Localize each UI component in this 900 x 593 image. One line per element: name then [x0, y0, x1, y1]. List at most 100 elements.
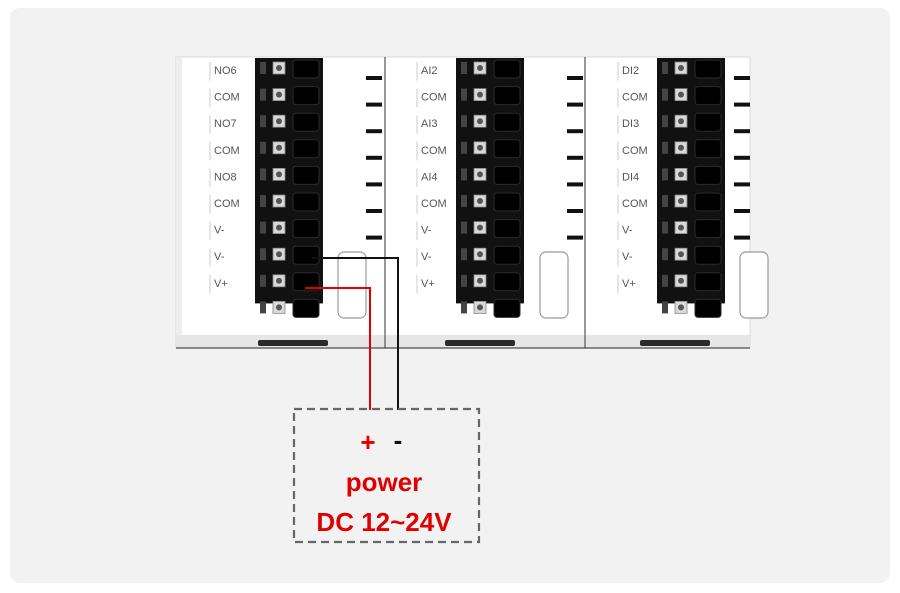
screw-head-icon — [276, 198, 282, 204]
terminal-tab — [260, 88, 266, 101]
terminal-tab — [662, 221, 668, 234]
terminal-label: V- — [421, 225, 432, 237]
terminal-tab — [461, 62, 467, 74]
terminal-tab — [260, 274, 266, 287]
screw-head-icon — [678, 118, 684, 125]
screw-head-icon — [276, 277, 282, 284]
screw-head-icon — [678, 251, 684, 258]
controller-base-shadow-3 — [640, 340, 710, 346]
screw-head-icon — [678, 171, 684, 178]
power-voltage: DC 12~24V — [316, 507, 452, 537]
screw-head-icon — [276, 144, 282, 151]
wire-slot — [694, 219, 722, 239]
terminal-tab — [662, 248, 668, 261]
indicator-mark — [567, 182, 583, 187]
controller-left-edge — [176, 57, 182, 335]
screw-head-icon — [477, 251, 483, 258]
module-latch — [539, 251, 569, 319]
screw-head-icon — [477, 118, 483, 125]
screw-head-icon — [477, 91, 483, 98]
wire-slot — [694, 86, 722, 106]
terminal-label: DI2 — [622, 65, 639, 77]
terminal-tab — [461, 221, 467, 234]
indicator-mark — [366, 182, 382, 187]
terminal-tab — [662, 195, 668, 207]
indicator-mark — [567, 129, 583, 134]
wire-slot — [493, 245, 521, 265]
screw-head-icon — [276, 65, 282, 71]
screw-head-icon — [276, 251, 282, 258]
terminal-tab — [260, 168, 266, 181]
wire-slot — [292, 165, 320, 185]
terminal-tab — [461, 301, 467, 314]
terminal-tab — [461, 274, 467, 287]
terminal-label: V+ — [421, 278, 435, 290]
wire-slot — [493, 86, 521, 106]
wire-slot — [694, 298, 722, 318]
wire-slot — [292, 139, 320, 159]
indicator-mark — [567, 209, 583, 213]
terminal-label: AI4 — [421, 171, 438, 183]
wire-slot — [292, 192, 320, 212]
wire-slot — [292, 298, 320, 318]
terminal-tab — [260, 62, 266, 74]
module-latch — [739, 251, 769, 319]
terminal-label: V- — [214, 225, 225, 237]
terminal-label: COM — [622, 198, 648, 210]
controller-base-shadow-1 — [258, 340, 328, 346]
power-title: power — [346, 467, 423, 497]
terminal-label: COM — [622, 92, 648, 104]
terminal-label: V+ — [214, 278, 228, 290]
wire-slot — [493, 112, 521, 132]
screw-head-icon — [678, 65, 684, 71]
screw-head-icon — [477, 198, 483, 204]
screw-head-icon — [678, 277, 684, 284]
wire-slot — [493, 192, 521, 212]
indicator-mark — [734, 182, 750, 187]
terminal-tab — [662, 168, 668, 181]
wire-slot — [493, 298, 521, 318]
screw-head-icon — [678, 198, 684, 204]
indicator-mark — [567, 76, 583, 80]
indicator-mark — [366, 102, 382, 107]
terminal-tab — [461, 88, 467, 101]
wire-slot — [493, 139, 521, 159]
terminal-tab — [662, 301, 668, 314]
terminal-label: V- — [214, 251, 225, 263]
screw-head-icon — [678, 224, 684, 231]
screw-head-icon — [477, 224, 483, 231]
wire-slot — [694, 272, 722, 292]
screw-head-icon — [276, 118, 282, 125]
terminal-tab — [662, 115, 668, 128]
wire-slot — [292, 86, 320, 106]
indicator-mark — [734, 129, 750, 134]
power-plus-symbol: + — [360, 427, 375, 457]
indicator-mark — [366, 76, 382, 80]
terminal-label: AI3 — [421, 118, 438, 130]
terminal-label: COM — [214, 92, 240, 104]
terminal-label: COM — [421, 145, 447, 157]
terminal-label: V- — [421, 251, 432, 263]
terminal-tab — [662, 62, 668, 74]
screw-head-icon — [276, 304, 282, 311]
terminal-tab — [461, 168, 467, 181]
terminal-tab — [260, 301, 266, 314]
terminal-label: V+ — [622, 278, 636, 290]
terminal-label: NO8 — [214, 171, 237, 183]
wire-slot — [292, 245, 320, 265]
wire-slot — [493, 272, 521, 292]
terminal-label: NO7 — [214, 118, 237, 130]
indicator-mark — [734, 102, 750, 107]
terminal-tab — [260, 141, 266, 154]
power-minus-symbol: - — [394, 425, 403, 455]
terminal-tab — [260, 221, 266, 234]
terminal-tab — [662, 274, 668, 287]
terminal-label: COM — [214, 198, 240, 210]
wire-slot — [493, 165, 521, 185]
screw-head-icon — [477, 277, 483, 284]
terminal-label: COM — [421, 92, 447, 104]
terminal-tab — [662, 141, 668, 154]
terminal-label: COM — [214, 145, 240, 157]
